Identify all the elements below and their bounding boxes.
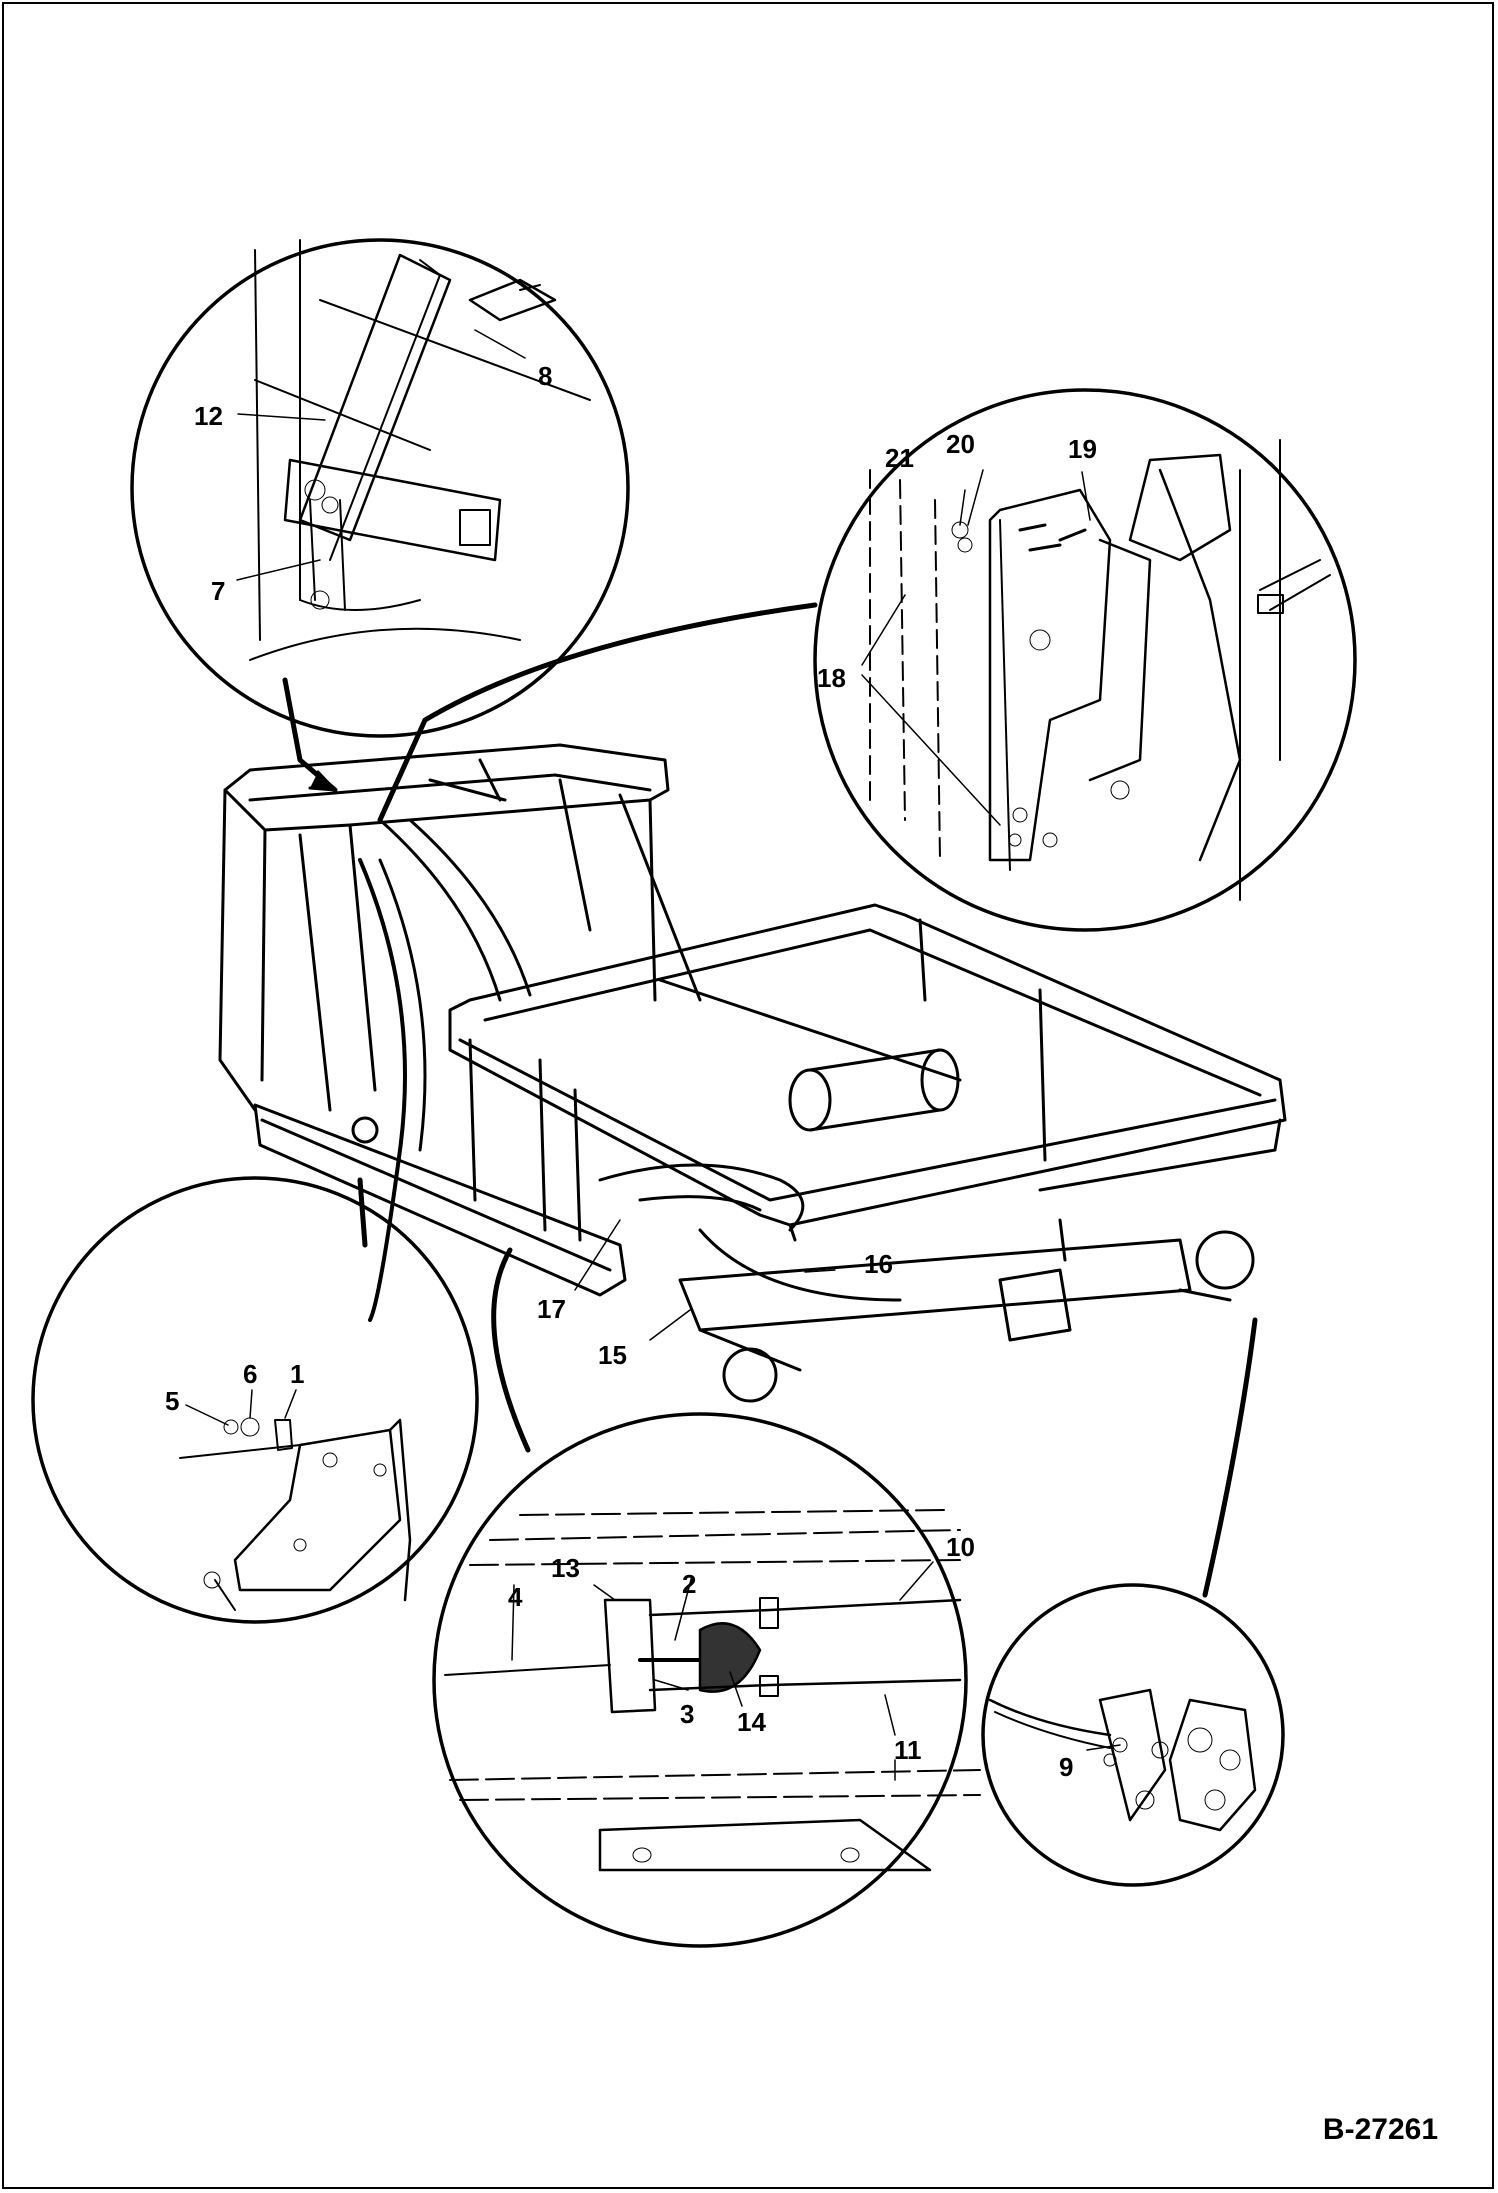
callout-21: 21	[885, 443, 914, 473]
callout-16: 16	[864, 1249, 893, 1279]
detail-circle-pedal-linkage	[130, 238, 630, 738]
callout-labels: 8 12 7 21 20 19 18 16 17 15 5 6 1 10 13 …	[165, 361, 1097, 1782]
connector-line-brake	[1202, 1317, 1258, 1598]
callout-14: 14	[737, 1707, 766, 1737]
callout-20: 20	[946, 429, 975, 459]
connector-line-pedal	[282, 677, 338, 793]
callout-12: 12	[194, 401, 223, 431]
callout-13: 13	[551, 1553, 580, 1583]
leader-line-15	[649, 1309, 691, 1341]
callout-6: 6	[243, 1359, 257, 1389]
callout-5: 5	[165, 1386, 179, 1416]
callout-15: 15	[598, 1340, 627, 1370]
leader-line-16	[804, 1269, 836, 1273]
callout-18: 18	[817, 663, 846, 693]
callout-19: 19	[1068, 434, 1097, 464]
callout-8: 8	[538, 361, 552, 391]
callout-9: 9	[1059, 1752, 1073, 1782]
machine-frame	[218, 743, 1287, 1403]
callout-7: 7	[211, 576, 225, 606]
document-id: B-27261	[1322, 2113, 1438, 2146]
connector-line-cable-junction	[491, 1247, 531, 1453]
detail-circle-cable-bracket	[31, 1176, 479, 1624]
callout-17: 17	[537, 1294, 566, 1324]
callout-10: 10	[946, 1532, 975, 1562]
callout-4: 4	[508, 1582, 523, 1612]
callout-3: 3	[680, 1699, 694, 1729]
connector-line-cable-bracket	[357, 1177, 368, 1248]
callout-1: 1	[290, 1359, 304, 1389]
detail-circle-cable-junction	[432, 1412, 981, 1948]
connector-line-bracket	[377, 602, 818, 823]
connector-arrow-pedal	[308, 770, 337, 792]
leader-line-17	[574, 1219, 621, 1291]
detail-circle-brake-caliper	[981, 1583, 1285, 1887]
callout-2: 2	[682, 1569, 696, 1599]
detail-circle-bracket-mount	[813, 388, 1357, 932]
callout-11: 11	[894, 1735, 922, 1765]
